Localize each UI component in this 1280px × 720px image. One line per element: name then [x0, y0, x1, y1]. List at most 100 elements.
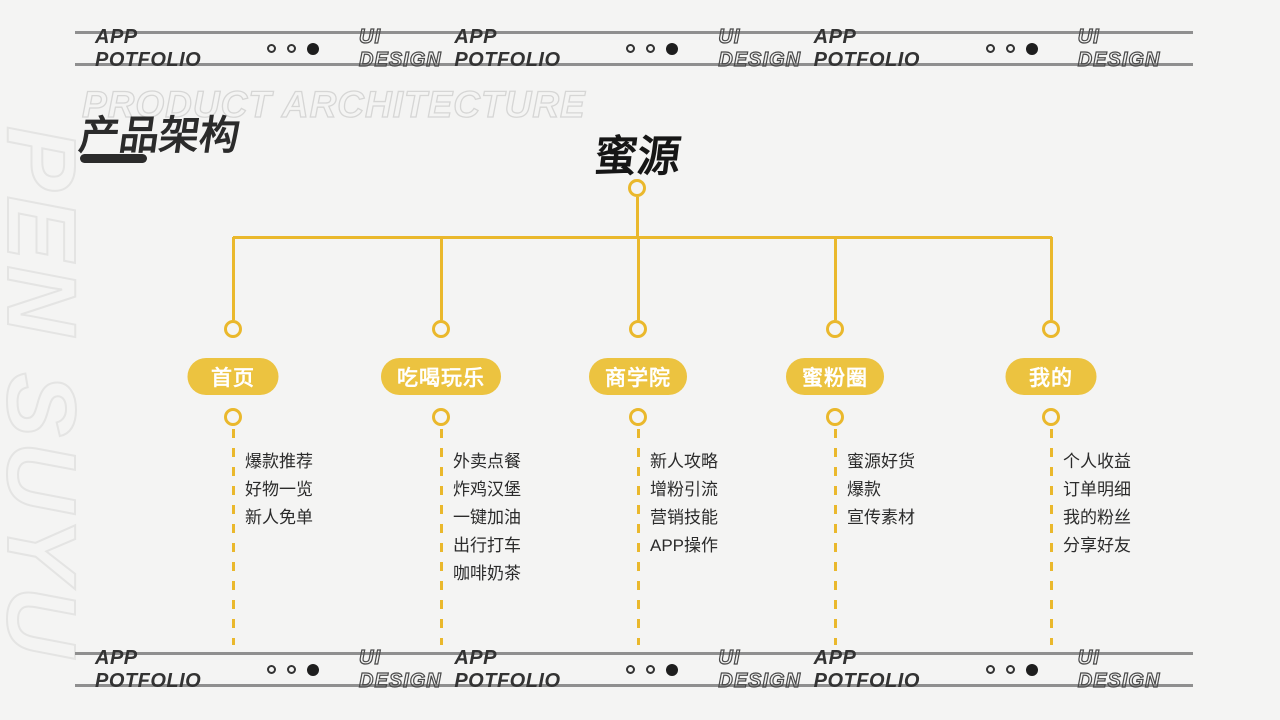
branch-dashed-line [231, 429, 235, 645]
page-title: 产品架构 [76, 114, 243, 158]
branch-connector-line [1049, 237, 1053, 320]
pill-node-circle [224, 408, 242, 426]
feature-item: 订单明细 [1063, 480, 1131, 499]
branch-connector-line [231, 237, 235, 320]
branch-node-circle [224, 320, 242, 338]
branch-connector-line [439, 237, 443, 320]
feature-item: 新人攻略 [650, 452, 718, 471]
dot-icon [307, 663, 320, 676]
banner-unit: APP POTFOLIO UI DESIGN [95, 25, 454, 72]
dot-icon [267, 44, 277, 53]
dot-icon [626, 665, 636, 674]
dot-icon [1005, 44, 1015, 53]
branch-item-list: 蜜源好货爆款宣传素材 [847, 448, 915, 532]
dot-icon [1005, 665, 1015, 674]
branch-dashed-line [833, 429, 837, 645]
branch-pill: 吃喝玩乐 [381, 358, 501, 395]
root-stem-line [636, 197, 639, 237]
feature-item: 分享好友 [1063, 536, 1131, 555]
feature-item: 一键加油 [453, 508, 521, 527]
pill-node-circle [826, 408, 844, 426]
dot-icon [1025, 663, 1038, 676]
feature-item: 个人收益 [1063, 452, 1131, 471]
branch-node-circle [629, 320, 647, 338]
ui-design-label: UI DESIGN [358, 25, 442, 71]
feature-item: 出行打车 [453, 536, 521, 555]
bottom-banner: APP POTFOLIO UI DESIGN APP POTFOLIO UI D… [75, 646, 1193, 692]
dots-decoration [267, 42, 320, 55]
pill-node-circle [1042, 408, 1060, 426]
banner-unit: APP POTFOLIO UI DESIGN [813, 646, 1173, 693]
feature-item: 我的粉丝 [1063, 508, 1131, 527]
feature-item: 蜜源好货 [847, 452, 915, 471]
dot-icon [666, 663, 679, 676]
dot-icon [287, 44, 297, 53]
dot-icon [267, 665, 277, 674]
branch-pill: 首页 [187, 358, 279, 395]
branch-dashed-line [1049, 429, 1053, 645]
ui-design-label: UI DESIGN [358, 646, 442, 692]
feature-item: 新人免单 [245, 508, 313, 527]
app-portfolio-label: APP POTFOLIO [454, 646, 561, 692]
branch-node-circle [432, 320, 450, 338]
feature-item: 增粉引流 [650, 480, 718, 499]
title-underline-bar [80, 154, 147, 163]
branch-node-circle [1042, 320, 1060, 338]
dot-icon [287, 665, 297, 674]
branch-connector-line [636, 237, 640, 320]
dot-icon [626, 44, 636, 53]
dots-decoration [267, 663, 320, 676]
root-node-label: 蜜源 [591, 133, 684, 181]
dot-icon [666, 42, 679, 55]
feature-item: 咖啡奶茶 [453, 564, 521, 583]
tree-horizontal-connector [233, 236, 1052, 239]
feature-item: 宣传素材 [847, 508, 915, 527]
banner-unit: APP POTFOLIO UI DESIGN [813, 25, 1173, 72]
pill-node-circle [432, 408, 450, 426]
ui-design-label: UI DESIGN [1077, 646, 1161, 692]
feature-item: 爆款推荐 [245, 452, 313, 471]
dot-icon [1025, 42, 1038, 55]
branch-pill: 商学院 [589, 358, 687, 395]
branch-dashed-line [636, 429, 640, 645]
feature-item: 营销技能 [650, 508, 718, 527]
ui-design-label: UI DESIGN [1077, 25, 1161, 71]
banner-unit: APP POTFOLIO UI DESIGN [95, 646, 454, 693]
feature-item: 好物一览 [245, 480, 313, 499]
branch-connector-line [833, 237, 837, 320]
feature-item: APP操作 [650, 536, 719, 555]
dots-decoration [985, 663, 1038, 676]
app-portfolio-label: APP POTFOLIO [454, 25, 561, 71]
dot-icon [985, 665, 995, 674]
banner-unit: APP POTFOLIO UI DESIGN [454, 25, 813, 72]
feature-item: 外卖点餐 [453, 452, 521, 471]
background-title: PRODUCT ARCHITECTURE [81, 83, 586, 125]
dot-icon [985, 44, 995, 53]
dots-decoration [626, 42, 679, 55]
branch-item-list: 新人攻略增粉引流营销技能 APP操作 [650, 448, 718, 560]
app-portfolio-label: APP POTFOLIO [813, 25, 920, 71]
pill-node-circle [629, 408, 647, 426]
branch-item-list: 爆款推荐好物一览新人免单 [245, 448, 313, 532]
dots-decoration [985, 42, 1038, 55]
ui-design-label: UI DESIGN [718, 25, 802, 71]
branch-item-list: 外卖点餐炸鸡汉堡一键加油出行打车咖啡奶茶 [453, 448, 521, 588]
dot-icon [646, 44, 656, 53]
app-portfolio-label: APP POTFOLIO [813, 646, 920, 692]
branch-node-circle [826, 320, 844, 338]
app-portfolio-label: APP POTFOLIO [95, 646, 202, 692]
dot-icon [307, 42, 320, 55]
feature-item: 炸鸡汉堡 [453, 480, 521, 499]
branch-item-list: 个人收益订单明细我的粉丝分享好友 [1063, 448, 1131, 560]
dots-decoration [626, 663, 679, 676]
branch-dashed-line [439, 429, 443, 645]
banner-unit: APP POTFOLIO UI DESIGN [454, 646, 813, 693]
ui-design-label: UI DESIGN [718, 646, 802, 692]
top-banner: APP POTFOLIO UI DESIGN APP POTFOLIO UI D… [75, 25, 1193, 71]
branch-pill: 我的 [1005, 358, 1097, 395]
root-node-circle [628, 179, 646, 197]
branch-pill: 蜜粉圈 [786, 358, 884, 395]
feature-item: 爆款 [847, 480, 881, 499]
